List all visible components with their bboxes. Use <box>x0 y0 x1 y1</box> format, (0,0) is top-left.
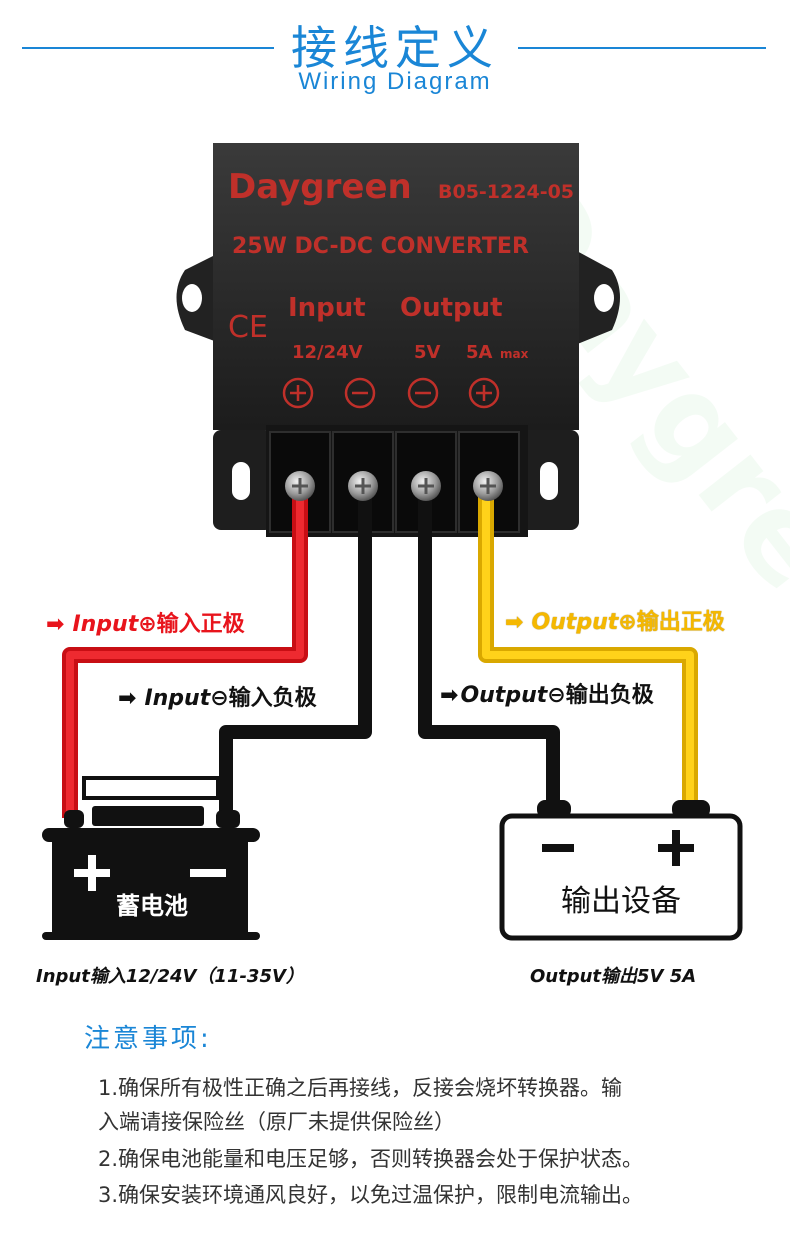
terminal-screws <box>285 471 503 501</box>
mounting-ear-left <box>176 250 225 345</box>
header-line-left <box>22 47 274 49</box>
battery-minus-icon <box>190 869 226 877</box>
ce-mark: CE <box>228 310 268 345</box>
battery <box>42 776 260 940</box>
terminal-ear-left <box>213 430 273 530</box>
note-item: 3.确保安装环境通风良好，以免过温保护，限制电流输出。 <box>98 1183 644 1207</box>
plus-icon <box>468 377 500 409</box>
converter-output-label: Output <box>400 293 503 323</box>
minus-circle-icon: ⊖ <box>547 683 566 708</box>
converter-input-voltage: 12/24V <box>292 342 363 363</box>
minus-circle-icon: ⊖ <box>210 686 229 711</box>
wire-input-negative <box>219 488 372 818</box>
battery-caption: Input输入12/24V（11-35V） <box>36 966 304 987</box>
note-item: 入端请接保险丝（原厂未提供保险丝） <box>98 1110 455 1134</box>
notes-title: 注意事项: <box>84 1024 212 1054</box>
label-output-negative: ➡Output⊖输出负极 <box>440 683 654 708</box>
converter-input-label: Input <box>288 293 366 323</box>
header-line-right <box>518 47 766 49</box>
converter-body <box>213 143 579 430</box>
page-title: 接线定义 <box>291 21 499 75</box>
battery-label: 蓄电池 <box>116 892 188 920</box>
converter-model: B05-1224-05 <box>438 181 574 203</box>
arrow-right-icon: ➡ <box>440 683 459 708</box>
device-label: 输出设备 <box>561 884 681 919</box>
converter-output-voltage: 5V <box>414 342 441 363</box>
note-item: 2.确保电池能量和电压足够，否则转换器会处于保护状态。 <box>98 1147 644 1171</box>
terminal-ear-right <box>517 430 579 530</box>
minus-icon <box>407 377 439 409</box>
device-caption: Output输出5V 5A <box>530 966 697 987</box>
arrow-right-icon: ➡ <box>46 612 65 637</box>
minus-icon <box>344 377 376 409</box>
label-output-positive: ➡Output⊕输出正极 <box>505 610 725 635</box>
mounting-ear-right <box>575 250 620 345</box>
wire-output-negative <box>418 488 560 808</box>
converter-max-label: max <box>500 347 529 361</box>
arrow-right-icon: ➡ <box>505 610 524 635</box>
note-item: 1.确保所有极性正确之后再接线，反接会烧坏转换器。输 <box>98 1076 623 1100</box>
plus-circle-icon: ⊕ <box>138 612 157 637</box>
output-device <box>499 800 743 941</box>
plus-circle-icon: ⊕ <box>618 610 637 635</box>
converter-output-current: 5A <box>466 342 493 363</box>
page-subtitle: Wiring Diagram <box>298 68 492 95</box>
label-input-positive: ➡Input⊕输入正极 <box>46 612 245 637</box>
converter-subtitle: 25W DC-DC CONVERTER <box>232 234 529 259</box>
plus-icon <box>282 377 314 409</box>
label-input-negative: ➡Input⊖输入负极 <box>118 686 317 711</box>
battery-plus-icon <box>74 855 110 891</box>
device-plus-icon <box>658 830 694 866</box>
device-minus-icon <box>542 844 574 852</box>
converter-brand: Daygreen <box>228 167 412 207</box>
arrow-right-icon: ➡ <box>118 686 137 711</box>
